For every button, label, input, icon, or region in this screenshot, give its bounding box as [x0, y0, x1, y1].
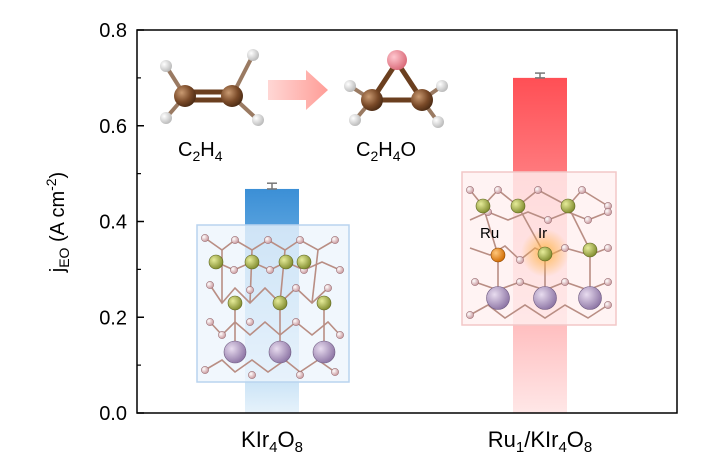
- y-tick-label: 0.6: [99, 116, 127, 138]
- y-axis: 0.0 0.2 0.4 0.6 0.8: [99, 20, 144, 425]
- error-bar-kir4o8: [267, 182, 277, 190]
- y-tick-label: 0.4: [99, 212, 127, 234]
- y-tick-label: 0.2: [99, 307, 127, 329]
- x-tick-label-kir4o8: KIr4O8: [241, 427, 303, 456]
- y-tick-label: 0.8: [99, 20, 127, 42]
- product-formula: C2H4O: [356, 139, 416, 164]
- y-tick-label: 0.0: [99, 403, 127, 425]
- reactant-formula: C2H4: [178, 139, 223, 164]
- ir-atom-label: Ir: [538, 225, 547, 242]
- y-axis-label: jEO (A cm-2): [43, 172, 72, 273]
- x-tick-label-ru1-kir4o8: Ru1/KIr4O8: [488, 427, 593, 456]
- crystal-structure-icon: Ru Ir: [461, 171, 617, 326]
- reaction-arrow-icon: [268, 70, 328, 110]
- ru-atom: [490, 247, 506, 263]
- error-bar-ru1-kir4o8: [535, 72, 545, 79]
- ethylene-oxide-molecule-icon: [344, 50, 448, 128]
- ethylene-molecule-icon: [160, 49, 264, 126]
- ru-atom-label: Ru: [480, 225, 499, 242]
- crystal-structure-icon: [196, 224, 350, 383]
